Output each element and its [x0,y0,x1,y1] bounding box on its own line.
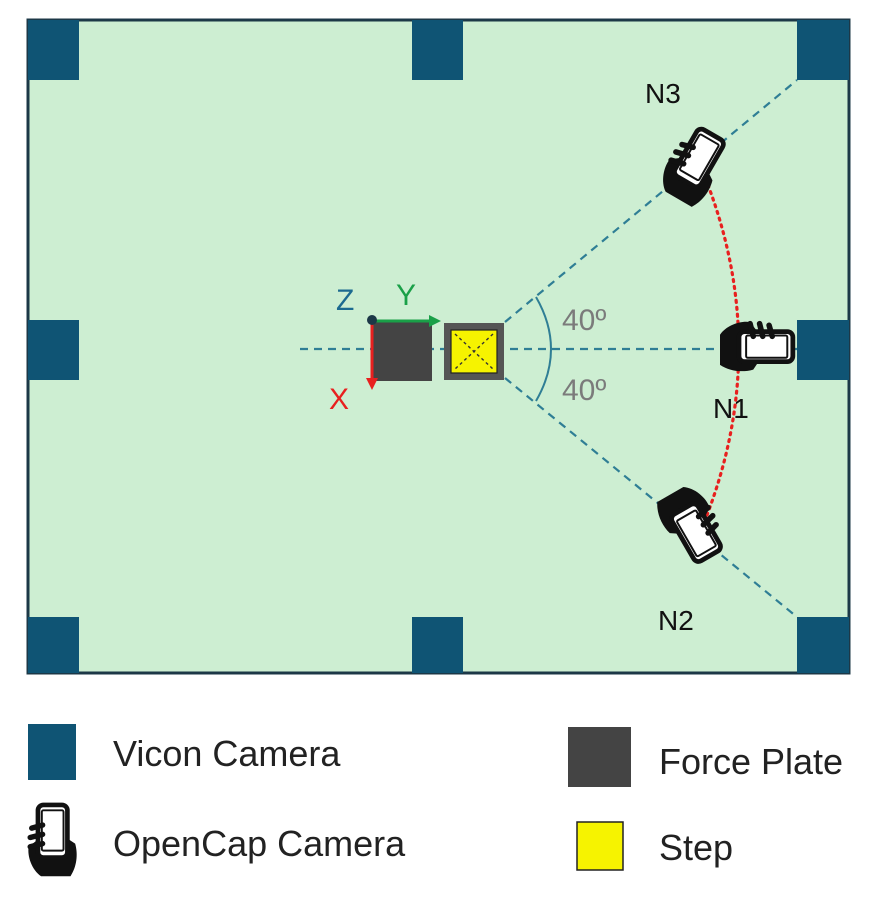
opencap-camera-n1: N1 [713,322,793,424]
opencap-camera-n2: N2 [652,480,731,636]
legend-step-swatch [576,821,624,871]
camera-sight-lines [300,79,798,618]
legend-force-plate-swatch [568,727,631,787]
vicon-camera-top-middle [412,20,463,80]
force-plate [372,322,432,381]
camera-n2-label: N2 [658,605,694,636]
axis-x-label: X [329,383,349,416]
legend-opencap-label: OpenCap Camera [113,823,406,864]
capture-room [26,18,851,675]
legend: Vicon Camera OpenCap Camera Force Plate … [28,724,843,876]
vicon-camera-bottom-middle [412,617,463,673]
axis-y-arrowhead [429,315,441,327]
vicon-camera-top-right [797,20,849,80]
vicon-camera-middle-right [797,320,849,380]
angle-lower-label: 40º [562,374,606,407]
legend-opencap-icon [28,805,76,876]
angle-arc [535,296,552,402]
step-marker [454,333,494,370]
vicon-camera-bottom-left [28,617,79,673]
sight-line-upper [504,79,798,323]
legend-force-plate-label: Force Plate [659,741,843,782]
vicon-camera-middle-left [28,320,79,380]
sight-line-lower [504,377,798,618]
opencap-camera-n3: N3 [645,78,734,210]
legend-vicon-label: Vicon Camera [113,733,341,774]
vicon-camera-bottom-right [797,617,849,673]
camera-n1-label: N1 [713,393,749,424]
angle-upper-label: 40º [562,304,606,337]
vicon-camera-top-left [28,20,79,80]
coordinate-axes: Z Y X [329,279,441,416]
camera-n3-label: N3 [645,78,681,109]
legend-vicon-swatch [28,724,76,780]
vicon-cameras [28,20,849,673]
axis-z-origin [367,315,377,325]
axis-x-arrowhead [366,378,378,390]
axis-y-label: Y [396,279,416,312]
legend-step-label: Step [659,827,733,868]
axis-z-label: Z [336,284,354,317]
